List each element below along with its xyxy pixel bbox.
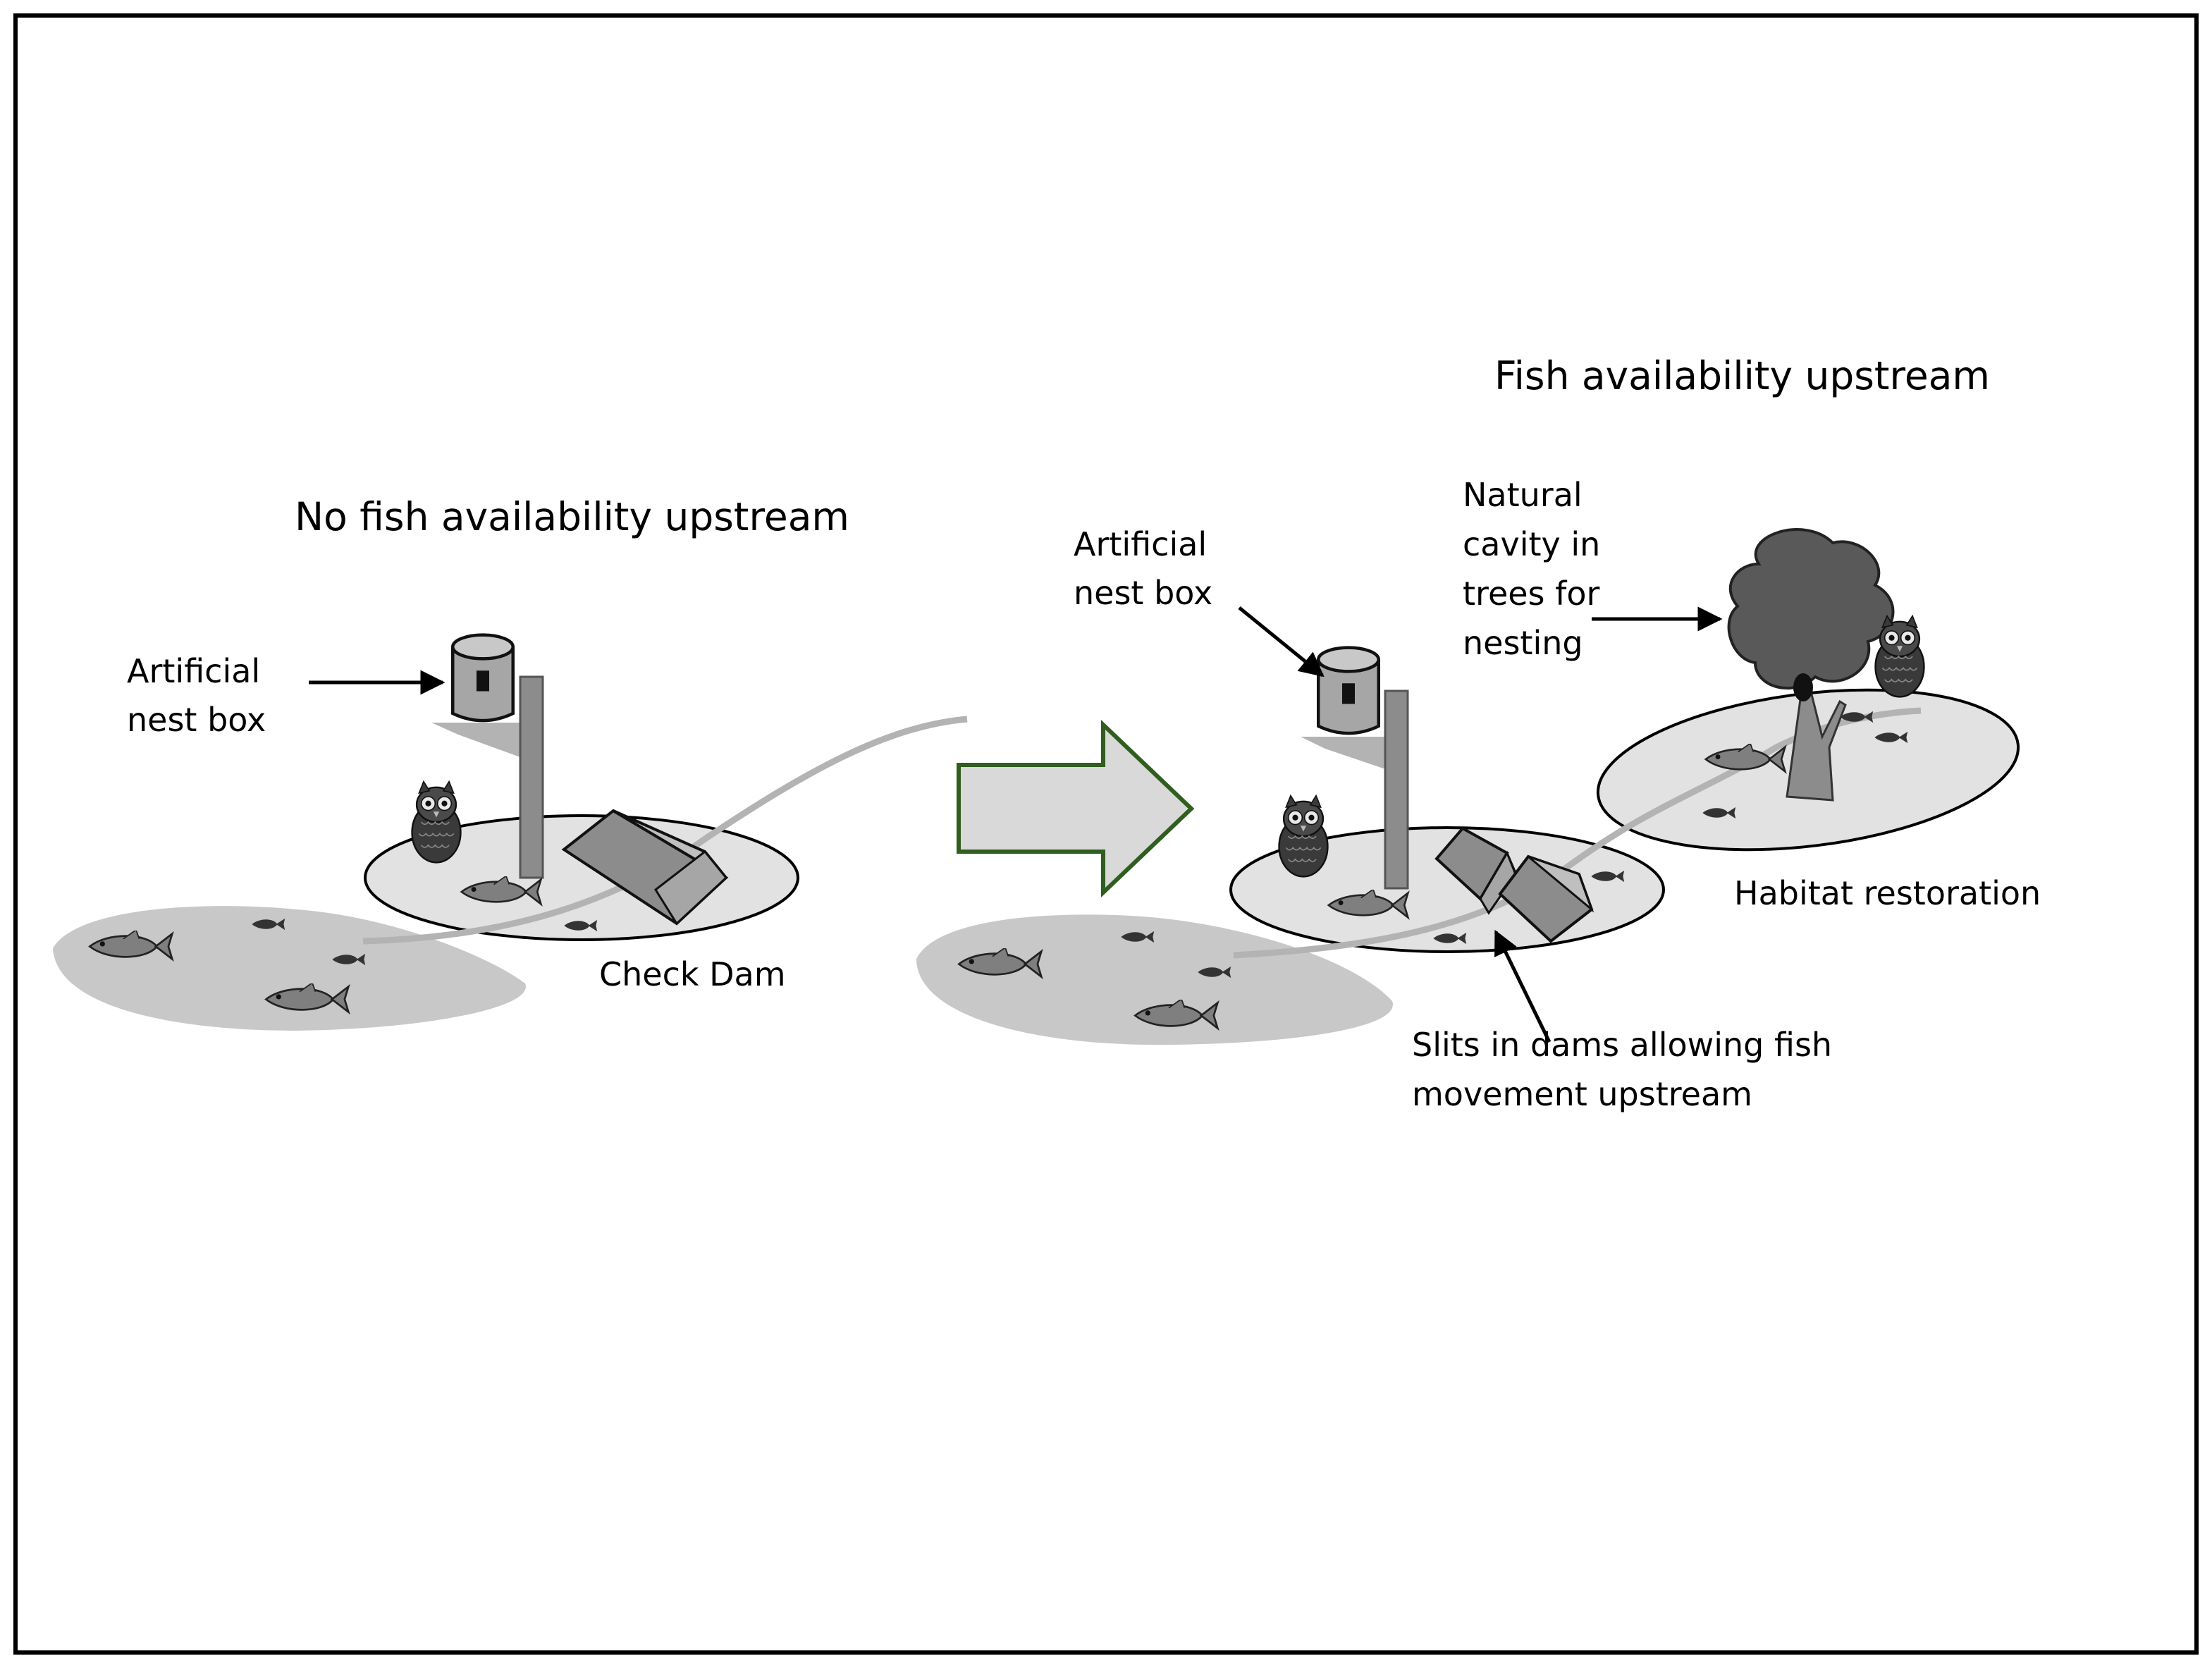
left-scene: No fish availability upstream Artificial… <box>53 494 968 1031</box>
cavity-label-line4: nesting <box>1463 624 1583 662</box>
nest-box-bracket <box>431 723 541 765</box>
nest-box-icon <box>1318 648 1379 734</box>
stream-line-left <box>362 716 968 945</box>
figure-frame <box>13 13 2199 1655</box>
check-dam-label: Check Dam <box>599 955 786 993</box>
left-nest-box-label-line1: Artificial <box>127 652 260 690</box>
owl-icon <box>411 780 462 864</box>
downstream-water-right <box>916 914 1393 1045</box>
tree-cavity <box>1793 673 1813 701</box>
nest-box-bracket <box>1301 737 1408 777</box>
owl-icon <box>1278 795 1329 878</box>
right-nest-box-label-line2: nest box <box>1074 574 1212 612</box>
cavity-label-line2: cavity in <box>1463 525 1600 563</box>
slits-pointer <box>1494 929 1552 1043</box>
check-dam <box>561 809 729 926</box>
nest-box-pole <box>1384 689 1409 890</box>
right-nest-box-label-line1: Artificial <box>1074 525 1207 563</box>
tree-icon <box>1727 528 1895 802</box>
nest-box-icon <box>453 635 513 721</box>
cavity-label-line1: Natural <box>1463 476 1583 514</box>
habitat-restoration-label: Habitat restoration <box>1734 874 2041 912</box>
right-nest-box-pointer <box>1238 606 1325 677</box>
slits-label-line1: Slits in dams allowing fish <box>1412 1026 1832 1064</box>
right-scene: Fish availability upstream Artificial ne… <box>916 353 2041 1113</box>
nest-box-pole <box>519 675 544 879</box>
left-title: No fish availability upstream <box>295 494 849 539</box>
transition-arrow <box>957 720 1195 897</box>
slits-label-line2: movement upstream <box>1412 1075 1752 1113</box>
left-nest-box-label-line2: nest box <box>127 701 266 739</box>
right-title: Fish availability upstream <box>1494 353 1990 398</box>
slit-dam-2 <box>1498 854 1595 943</box>
cavity-label-line3: trees for <box>1463 575 1599 613</box>
